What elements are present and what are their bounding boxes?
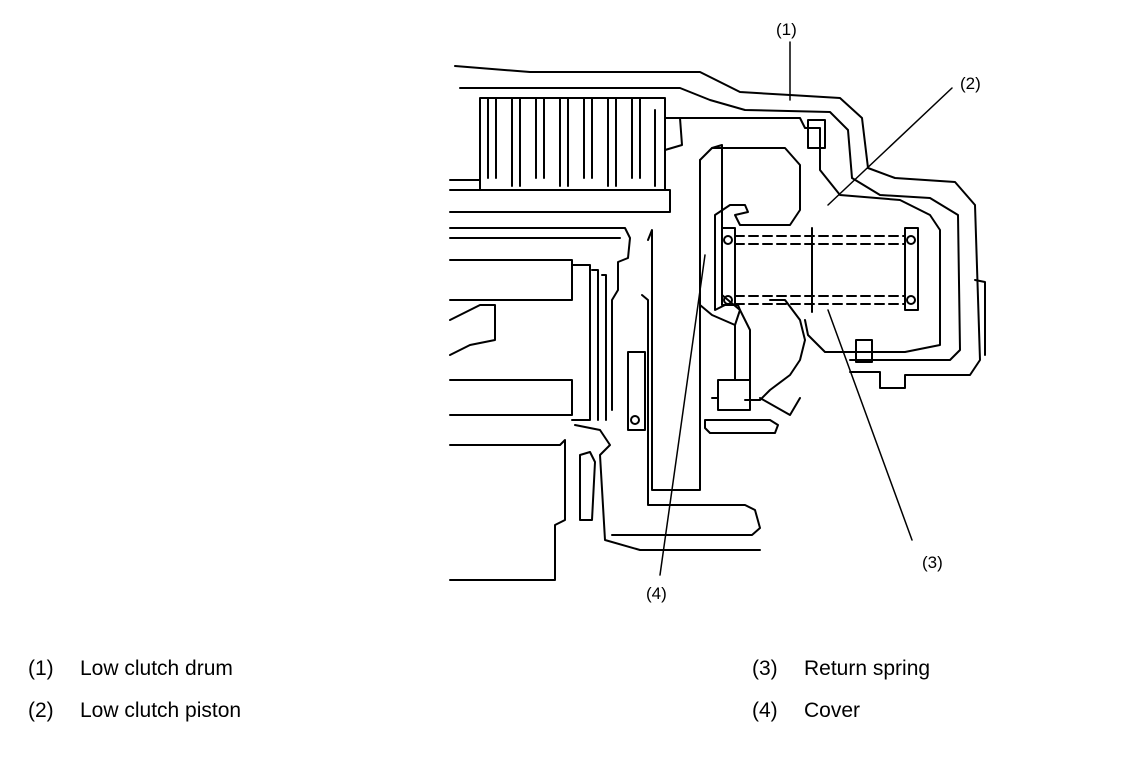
legend-label: Low clutch piston bbox=[80, 699, 242, 722]
legend-item-1: (1) Low clutch drum bbox=[28, 657, 233, 681]
legend-number: (3) bbox=[752, 657, 778, 680]
legend-label: Low clutch drum bbox=[80, 657, 233, 680]
callout-1: (1) bbox=[776, 20, 797, 39]
seal-details bbox=[579, 339, 873, 521]
cover bbox=[611, 144, 761, 536]
legend-label: Return spring bbox=[804, 657, 931, 680]
legend-item-3: (3) Return spring bbox=[752, 657, 930, 681]
return-spring bbox=[721, 227, 919, 313]
legend-item-4: (4) Cover bbox=[752, 699, 860, 723]
low-clutch-drum bbox=[454, 65, 986, 389]
callout-2: (2) bbox=[960, 74, 981, 93]
legend-label: Cover bbox=[804, 699, 861, 722]
legend-number: (2) bbox=[28, 699, 54, 722]
callout-3: (3) bbox=[922, 553, 943, 572]
hub-and-shafts bbox=[449, 227, 761, 581]
low-clutch-piston bbox=[704, 147, 806, 434]
legend-number: (4) bbox=[752, 699, 778, 722]
clutch-plates bbox=[449, 97, 683, 213]
legend-item-2: (2) Low clutch piston bbox=[28, 699, 241, 723]
callout-4: (4) bbox=[646, 584, 667, 603]
leader-lines bbox=[659, 41, 953, 576]
legend-number: (1) bbox=[28, 657, 54, 680]
